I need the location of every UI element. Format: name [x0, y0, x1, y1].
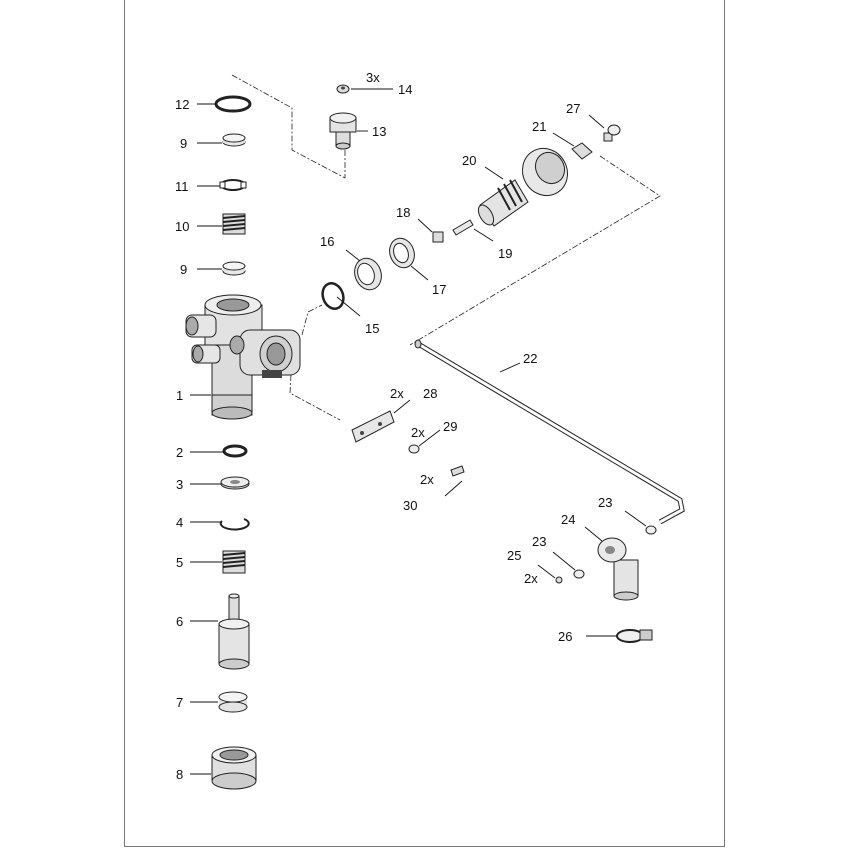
part-23-washer-b	[573, 569, 585, 579]
part-4-snap-ring	[219, 518, 250, 531]
callout-labels: 12 9 11 10 9 1 2 3 4 5 6 7 8 3x 14 13 15…	[175, 70, 612, 782]
part-21-block	[571, 142, 593, 160]
part-17-ring	[389, 237, 415, 269]
label-6: 6	[176, 614, 183, 629]
label-28: 28	[423, 386, 437, 401]
part-25-screw	[555, 576, 563, 584]
part-18-block	[432, 231, 444, 243]
part-6-piston	[218, 593, 250, 670]
part-16-ring	[354, 257, 382, 291]
part-13-plug	[329, 112, 357, 150]
part-10-spring	[222, 213, 246, 235]
part-15-o-ring	[321, 282, 345, 310]
label-9-lower: 9	[180, 262, 187, 277]
part-27-screw	[603, 124, 621, 142]
label-14: 14	[398, 82, 412, 97]
label-2: 2	[176, 445, 183, 460]
qty-30: 2x	[420, 472, 434, 487]
label-19: 19	[498, 246, 512, 261]
part-12-o-ring	[214, 95, 252, 113]
label-22: 22	[523, 351, 537, 366]
part-7-disc	[218, 691, 248, 713]
label-4: 4	[176, 515, 183, 530]
part-2-seal	[222, 444, 248, 458]
part-8-cap	[211, 746, 257, 790]
label-20: 20	[462, 153, 476, 168]
label-8: 8	[176, 767, 183, 782]
label-27: 27	[566, 101, 580, 116]
label-1: 1	[176, 388, 183, 403]
drawing-frame	[124, 0, 725, 847]
label-7: 7	[176, 695, 183, 710]
part-22-rod	[414, 339, 685, 525]
part-9-disc-lower	[222, 261, 246, 276]
part-29-washer	[408, 444, 420, 454]
part-20-plunger-assembly	[477, 147, 569, 227]
label-23-a: 23	[598, 495, 612, 510]
part-9-disc-upper	[222, 133, 246, 147]
part-5-spring	[222, 550, 246, 574]
label-24: 24	[561, 512, 575, 527]
label-26: 26	[558, 629, 572, 644]
label-25: 25	[507, 548, 521, 563]
qty-14: 3x	[366, 70, 380, 85]
label-21: 21	[532, 119, 546, 134]
label-16: 16	[320, 234, 334, 249]
part-3-washer	[220, 476, 250, 490]
assembly-guides	[231, 74, 661, 421]
label-18: 18	[396, 205, 410, 220]
label-17: 17	[432, 282, 446, 297]
part-30-screw	[450, 465, 465, 477]
label-9-upper: 9	[180, 136, 187, 151]
label-30: 30	[403, 498, 417, 513]
label-11: 11	[175, 179, 189, 194]
part-28-bracket	[351, 410, 395, 443]
part-19-pin	[452, 219, 474, 236]
part-14-nut	[336, 84, 350, 94]
part-1-valve-body	[185, 294, 301, 420]
part-11-clip	[219, 179, 247, 191]
label-10: 10	[175, 219, 189, 234]
label-3: 3	[176, 477, 183, 492]
label-5: 5	[176, 555, 183, 570]
part-26-clamp	[616, 629, 653, 643]
leader-lines	[190, 88, 647, 775]
part-24-lever	[597, 537, 639, 601]
label-29: 29	[443, 419, 457, 434]
qty-25: 2x	[524, 571, 538, 586]
label-15: 15	[365, 321, 379, 336]
label-23-b: 23	[532, 534, 546, 549]
label-12: 12	[175, 97, 189, 112]
label-13: 13	[372, 124, 386, 139]
qty-28: 2x	[390, 386, 404, 401]
qty-29: 2x	[411, 425, 425, 440]
part-23-washer-a	[645, 525, 657, 535]
